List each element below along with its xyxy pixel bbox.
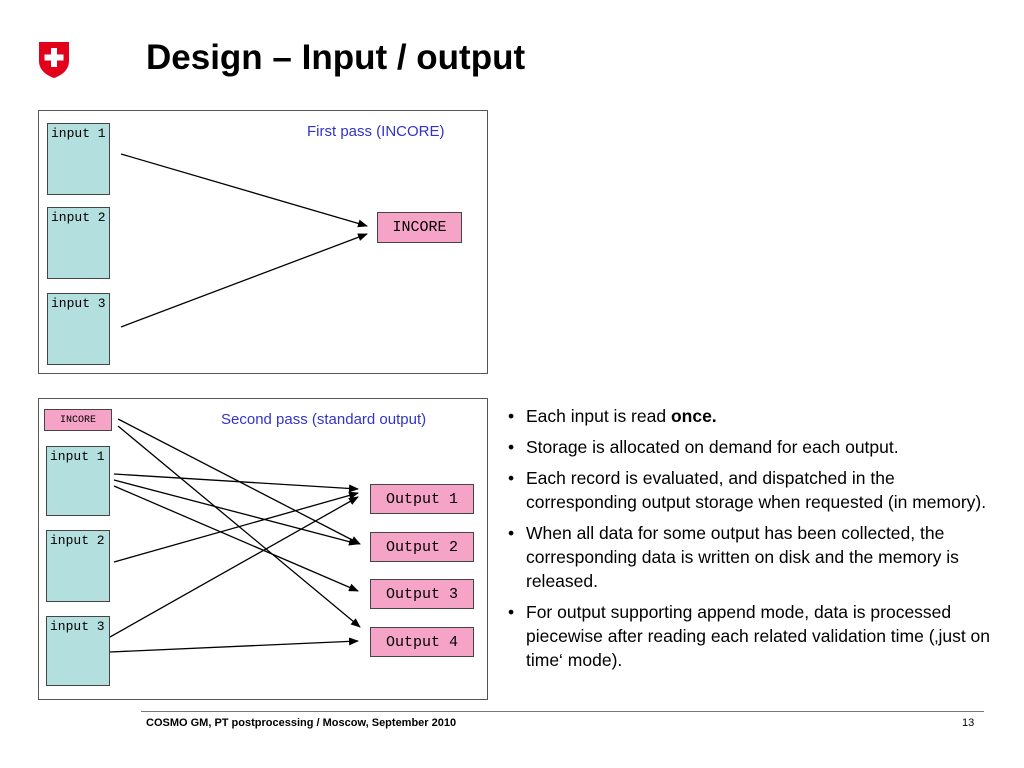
p1-input-2: input 2 xyxy=(47,207,110,279)
footer-text: COSMO GM, PT postprocessing / Moscow, Se… xyxy=(146,717,457,729)
p2-output-4: Output 4 xyxy=(370,627,474,657)
p2-output-2: Output 2 xyxy=(370,532,474,562)
swiss-shield-logo xyxy=(39,42,69,78)
p1-incore-box: INCORE xyxy=(377,212,462,243)
page-number: 13 xyxy=(962,717,975,729)
p2-output-3: Output 3 xyxy=(370,579,474,609)
second-pass-label: Second pass (standard output) xyxy=(221,411,427,428)
p2-incore-box: INCORE xyxy=(44,409,112,431)
p2-input-1: input 1 xyxy=(46,446,110,516)
p1-input-3: input 3 xyxy=(47,293,110,365)
bullet-item: When all data for some output has been c… xyxy=(506,521,1006,593)
p2-input-2: input 2 xyxy=(46,530,110,602)
p1-input-1: input 1 xyxy=(47,123,110,195)
bullet-item: For output supporting append mode, data … xyxy=(506,600,1006,672)
footer-divider xyxy=(141,711,984,712)
bullet-item: Storage is allocated on demand for each … xyxy=(506,435,1006,459)
first-pass-label: First pass (INCORE) xyxy=(307,123,445,140)
bullet-item: Each record is evaluated, and dispatched… xyxy=(506,466,1006,514)
p2-input-3: input 3 xyxy=(46,616,110,686)
page-title: Design – Input / output xyxy=(146,38,526,77)
p2-output-1: Output 1 xyxy=(370,484,474,514)
bullet-list: Each input is read once. Storage is allo… xyxy=(506,404,1006,679)
bullet-item: Each input is read once. xyxy=(506,404,1006,428)
